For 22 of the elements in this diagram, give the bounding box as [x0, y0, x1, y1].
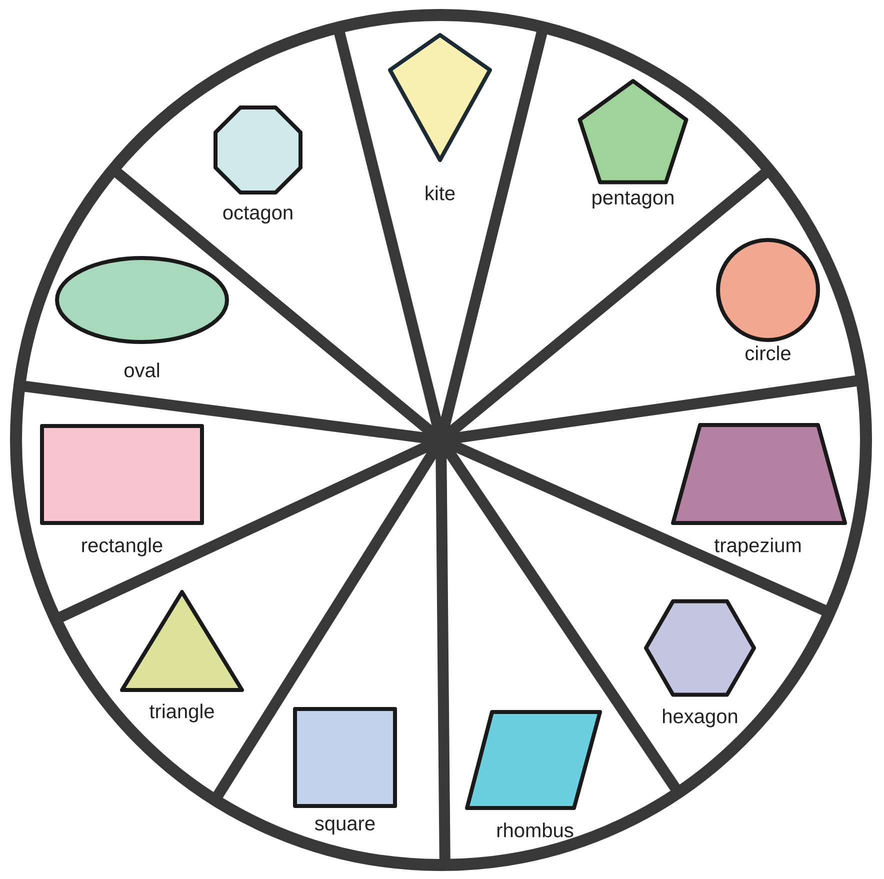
shape-label: hexagon — [663, 708, 738, 728]
rectangle-shape — [40, 424, 204, 525]
shape-label: square — [314, 820, 375, 834]
rhombus-shape — [465, 710, 602, 810]
shape-label: triangle — [150, 704, 214, 722]
shape-label: trapezium — [714, 538, 801, 556]
triangle-shape — [120, 590, 244, 692]
oval-shape — [55, 256, 229, 344]
shape-label: pentagon — [592, 191, 674, 209]
octagon-shape — [214, 106, 302, 194]
shape-label: kite — [426, 186, 455, 200]
hexagon-shape — [644, 599, 756, 697]
shape-label: rectangle — [82, 538, 162, 556]
shape-label: octagon — [223, 206, 292, 224]
kite-shape — [388, 33, 492, 162]
circle-shape — [716, 238, 820, 342]
shape-label: rhombus — [497, 822, 574, 838]
shape-label: circle — [746, 346, 790, 360]
shape-label: oval — [124, 362, 159, 378]
square-shape — [293, 707, 397, 808]
pentagon-shape — [578, 79, 688, 184]
trapezium-shape — [671, 423, 847, 525]
